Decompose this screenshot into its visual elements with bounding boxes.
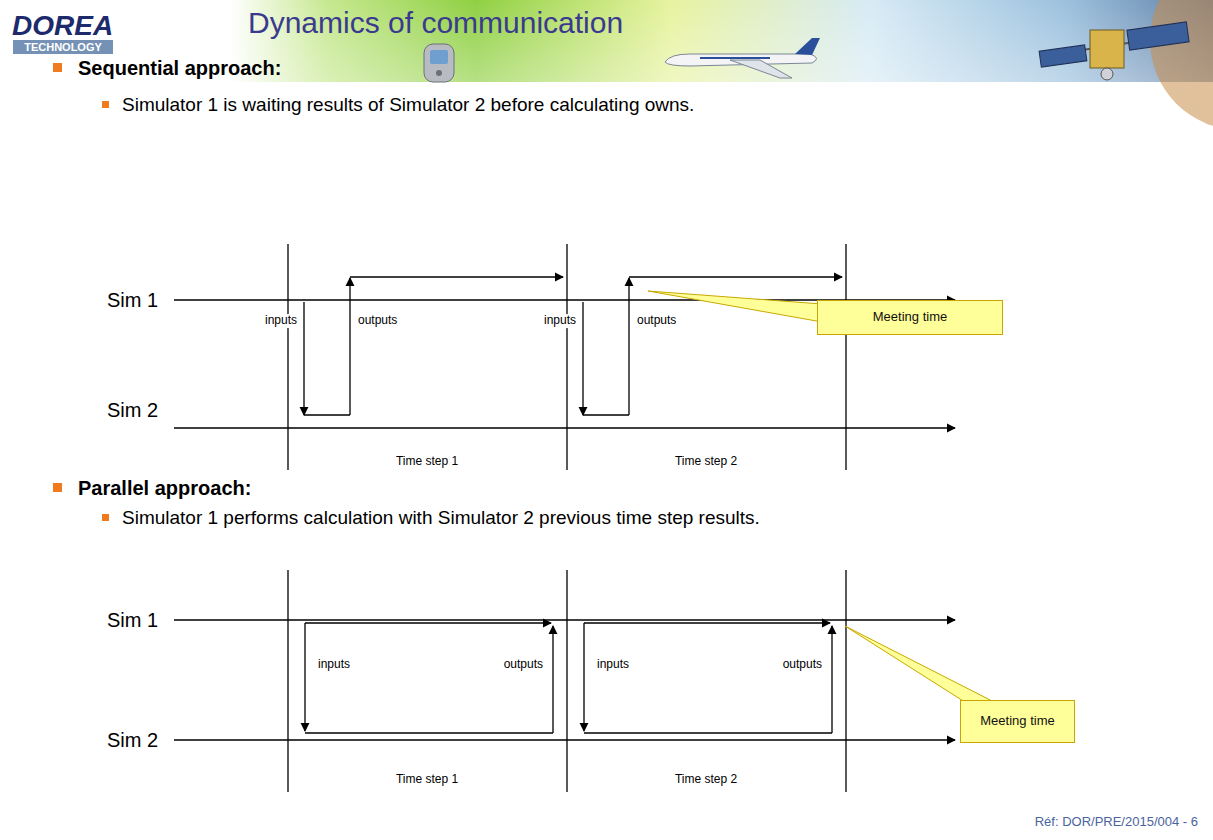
step-divider [845, 570, 846, 792]
exchange-line [305, 732, 553, 733]
exchange-line [584, 732, 832, 733]
exchange-arrow [349, 278, 350, 415]
flow-label: outputs [781, 658, 824, 672]
logo-band [13, 40, 113, 54]
exchange-line [304, 414, 350, 415]
time-step-label: Time step 1 [396, 455, 458, 469]
parallel-timeline [174, 570, 955, 792]
bullet-text: Simulator 1 performs calculation with Si… [122, 507, 760, 529]
satellite-icon [1039, 22, 1189, 80]
section-heading: Parallel approach: [78, 477, 251, 500]
timeline-label: Sim 1 [107, 609, 158, 632]
step-divider [287, 244, 288, 470]
section-heading: Sequential approach: [78, 57, 281, 80]
flow-label: outputs [502, 658, 545, 672]
exchange-line [583, 414, 629, 415]
exchange-arrow [304, 623, 305, 731]
phone-screen [430, 50, 448, 64]
step-divider [566, 570, 567, 792]
phone-key [436, 70, 442, 76]
bullet-square [102, 514, 109, 521]
plane-tail [795, 38, 820, 55]
time-step-label: Time step 2 [675, 455, 737, 469]
solar-panel [1127, 22, 1189, 50]
exchange-arrow [303, 302, 304, 415]
callout-text: Meeting time [873, 310, 947, 325]
callout-box: Meeting time [960, 700, 1075, 743]
reference-note: Réf: DOR/PRE/2015/004 - 6 [1035, 815, 1198, 830]
callout-box: Meeting time [817, 300, 1003, 335]
callout-pointer [845, 626, 998, 704]
bullet-square [53, 483, 62, 492]
logo-text: DOREA [12, 10, 113, 42]
time-axis [174, 427, 955, 428]
bullet-square [53, 63, 62, 72]
exchange-arrow [584, 622, 830, 623]
time-step-label: Time step 2 [675, 773, 737, 787]
exchange-arrow [628, 278, 629, 415]
exchange-arrow [582, 302, 583, 415]
exchange-arrow [350, 276, 563, 277]
flow-label: inputs [595, 658, 631, 672]
flow-label: inputs [316, 658, 352, 672]
bullet-text: Simulator 1 is waiting results of Simula… [122, 94, 694, 116]
exchange-arrow [552, 626, 553, 733]
phone-icon [424, 44, 454, 82]
exchange-arrow [629, 276, 842, 277]
flow-label: outputs [356, 314, 399, 328]
step-divider [287, 570, 288, 792]
plane-stripe [700, 57, 770, 59]
flow-label: outputs [635, 314, 678, 328]
bullets [53, 63, 109, 521]
timeline-label: Sim 2 [107, 729, 158, 752]
time-step-label: Time step 1 [396, 773, 458, 787]
step-divider [566, 244, 567, 470]
planet [1150, 0, 1213, 130]
time-axis [174, 739, 955, 740]
sequential-timeline [174, 244, 955, 470]
satellite-body [1090, 30, 1124, 68]
slide-title: Dynamics of communication [248, 6, 623, 41]
callout-text: Meeting time [980, 714, 1054, 729]
satellite-dish [1101, 68, 1113, 80]
flow-label: inputs [542, 314, 578, 328]
exchange-arrow [583, 623, 584, 731]
plane-wing [730, 60, 792, 78]
exchange-arrow [305, 622, 551, 623]
header-gradient [230, 0, 1213, 82]
logo-art [13, 40, 113, 54]
logo-subtext: TECHNOLOGY [24, 41, 102, 54]
step-divider [845, 244, 846, 470]
phone-body [424, 44, 454, 82]
solar-panel [1039, 45, 1087, 67]
timeline-label: Sim 1 [107, 289, 158, 312]
timeline-label: Sim 2 [107, 399, 158, 422]
exchange-arrow [831, 626, 832, 733]
header-fade [230, 0, 1213, 82]
plane-icon [665, 38, 820, 78]
flow-label: inputs [263, 314, 299, 328]
bullet-square [102, 101, 109, 108]
time-axis [174, 619, 955, 620]
